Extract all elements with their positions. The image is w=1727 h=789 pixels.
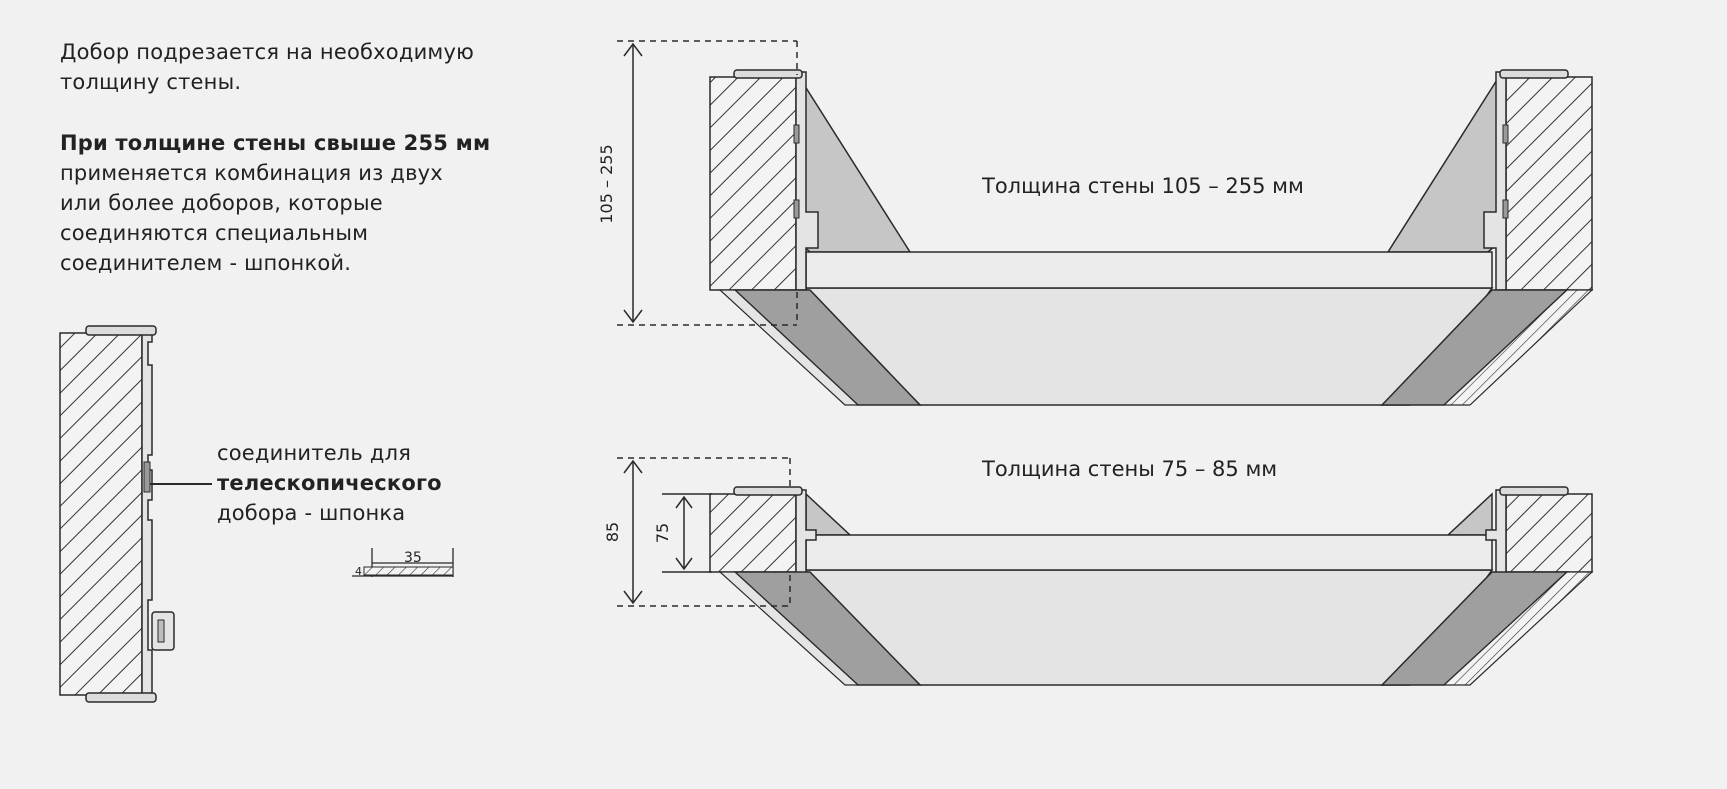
dim85-arrow-bottom bbox=[623, 590, 643, 605]
shponka-thickness-label: 4 bbox=[355, 565, 362, 578]
right-wall-block-lower bbox=[1505, 493, 1593, 573]
dim75-arrow-top bbox=[675, 495, 693, 509]
left-jamb-side-lower bbox=[805, 492, 852, 536]
shponka-connector bbox=[143, 461, 151, 493]
bottom-view-label: Толщина стены 75 – 85 мм bbox=[982, 457, 1278, 481]
info-text: При толщине стены свыше 255 мм применяет… bbox=[60, 128, 530, 278]
intro-line-1: Добор подрезается на необходимую bbox=[60, 40, 474, 64]
left-frame-notch-1 bbox=[793, 124, 800, 144]
left-casing-bottom-edge bbox=[718, 289, 860, 406]
left-frame-notch-2 bbox=[793, 199, 800, 219]
connector-note-line-1: соединитель для bbox=[217, 441, 412, 465]
door-leaf-face bbox=[803, 287, 1494, 406]
info-line-3: соединяются специальным bbox=[60, 221, 369, 245]
extension-board-profile bbox=[141, 332, 153, 696]
left-wall-block bbox=[709, 76, 797, 291]
top-door-diagram: 105 – 255 bbox=[597, 40, 1594, 406]
right-casing-bottom-hatch bbox=[1442, 289, 1594, 406]
shponka-dimension-sketch: 35 4 bbox=[352, 548, 454, 578]
right-casing-bottom-hatch-lower bbox=[1442, 571, 1594, 686]
door-top-plank bbox=[805, 251, 1493, 289]
right-wall-block bbox=[1505, 76, 1593, 291]
info-line-1: применяется комбинация из двух bbox=[60, 161, 443, 185]
casing-bottom bbox=[85, 692, 157, 703]
inner-dimension-label: 75 bbox=[653, 523, 672, 543]
shponka-section bbox=[363, 566, 454, 576]
connector-note: соединитель для телескопического добора … bbox=[217, 438, 517, 528]
wall-profile-diagram bbox=[59, 325, 212, 703]
info-line-2: или более доборов, которые bbox=[60, 191, 383, 215]
door-top-plank-lower bbox=[805, 534, 1493, 571]
connector-note-line-3: добора - шпонка bbox=[217, 501, 406, 525]
info-line-4: соединителем - шпонкой. bbox=[60, 251, 352, 275]
bottom-door-diagram: 85 75 bbox=[603, 457, 1594, 686]
dim-arrow-bottom bbox=[623, 309, 643, 324]
right-frame-notch-1 bbox=[1502, 124, 1509, 144]
left-wall-block-lower bbox=[709, 493, 797, 573]
top-view-label: Толщина стены 105 – 255 мм bbox=[982, 174, 1304, 198]
door-stop-slot bbox=[157, 619, 165, 643]
right-casing-top bbox=[1499, 69, 1569, 79]
shponka-width-label: 35 bbox=[404, 550, 422, 566]
outer-dimension-label: 85 bbox=[603, 522, 622, 542]
left-casing-top bbox=[733, 69, 803, 79]
casing-top bbox=[85, 325, 157, 336]
dim75-arrow-bottom bbox=[675, 557, 693, 571]
dim85-arrow-top bbox=[623, 459, 643, 474]
intro-line-2: толщину стены. bbox=[60, 70, 242, 94]
right-jamb-side-lower bbox=[1446, 492, 1493, 536]
wall-section bbox=[59, 332, 143, 696]
right-casing-top-lower bbox=[1499, 486, 1569, 496]
intro-text: Добор подрезается на необходимую толщину… bbox=[60, 37, 530, 97]
dim-arrow-top bbox=[623, 42, 643, 57]
door-leaf-face-lower bbox=[803, 569, 1494, 686]
left-casing-bottom-edge-lower bbox=[718, 571, 860, 686]
top-dimension-label: 105 – 255 bbox=[597, 144, 616, 223]
left-casing-top-lower bbox=[733, 486, 803, 496]
info-bold-line: При толщине стены свыше 255 мм bbox=[60, 131, 491, 155]
right-frame-notch-2 bbox=[1502, 199, 1509, 219]
connector-note-line-2: телескопического bbox=[217, 471, 442, 495]
